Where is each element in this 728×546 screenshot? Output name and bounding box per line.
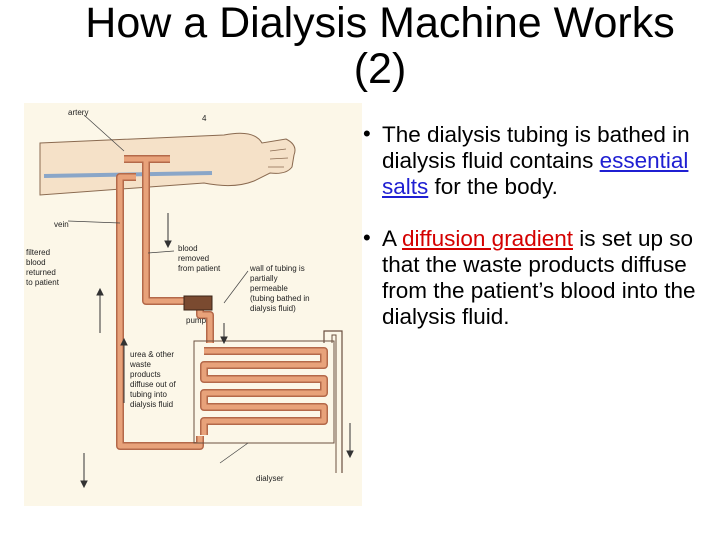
bullet-1-text-before: The dialysis tubing is bathed in dialysi…	[382, 122, 690, 173]
label-urea-1: urea & other	[130, 350, 174, 359]
label-page-mark: 4	[202, 114, 207, 123]
bullet-2-highlight-link[interactable]: diffusion gradient	[402, 226, 573, 251]
label-artery: artery	[68, 108, 88, 117]
label-wall-5: dialysis fluid)	[250, 304, 296, 313]
label-urea-3: products	[130, 370, 161, 379]
bullet-symbol: •	[363, 225, 371, 250]
label-urea-4: diffuse out of	[130, 380, 176, 389]
dialyser-casing	[193, 340, 335, 444]
bullet-2-text-after: is set up so that the waste products dif…	[382, 226, 696, 329]
bullet-item-1: • The dialysis tubing is bathed in dialy…	[362, 121, 728, 200]
label-wall-3: permeable	[250, 284, 288, 293]
label-removed-3: from patient	[178, 264, 221, 273]
slide-title: How a Dialysis Machine Works (2)	[40, 0, 720, 92]
slide-title-line1: How a Dialysis Machine Works	[85, 0, 675, 47]
label-dialyser: dialyser	[256, 474, 284, 483]
label-filtered-1: filtered	[26, 248, 50, 257]
label-urea-5: tubing into	[130, 390, 167, 399]
label-pump: pump	[186, 316, 207, 325]
pump-box	[183, 295, 213, 311]
label-filtered-2: blood	[26, 258, 46, 267]
fluid-outlet-tube-inner	[331, 334, 337, 473]
label-wall-1: wall of tubing is	[249, 264, 305, 273]
dialysis-diagram: artery 4 vein filtered blood returned to…	[24, 103, 362, 506]
slide-title-line2: (2)	[353, 45, 407, 93]
bullet-1-text-after: for the body.	[428, 174, 558, 199]
label-removed-1: blood	[178, 244, 198, 253]
bullet-symbol: •	[363, 121, 371, 146]
fluid-outlet-tube	[323, 330, 343, 473]
label-urea-2: waste	[129, 360, 151, 369]
dialysis-diagram-svg: artery 4 vein filtered blood returned to…	[24, 103, 362, 506]
arm-illustration	[39, 132, 296, 196]
bullet-2-text-before: A	[382, 226, 403, 251]
label-leaders	[67, 114, 249, 464]
bullet-list: • The dialysis tubing is bathed in dialy…	[362, 121, 728, 356]
bullet-item-2: • A diffusion gradient is set up so that…	[362, 225, 728, 330]
label-filtered-3: returned	[26, 268, 56, 277]
bullet-1-highlight-link[interactable]: essential salts	[382, 148, 689, 199]
finger-lines	[268, 148, 289, 168]
label-filtered-4: to patient	[26, 278, 60, 287]
label-wall-2: partially	[250, 274, 278, 283]
label-vein: vein	[54, 220, 69, 229]
flow-arrows	[80, 213, 354, 489]
label-removed-2: removed	[178, 254, 209, 263]
label-urea-6: dialysis fluid	[130, 400, 173, 409]
label-wall-4: (tubing bathed in	[250, 294, 310, 303]
